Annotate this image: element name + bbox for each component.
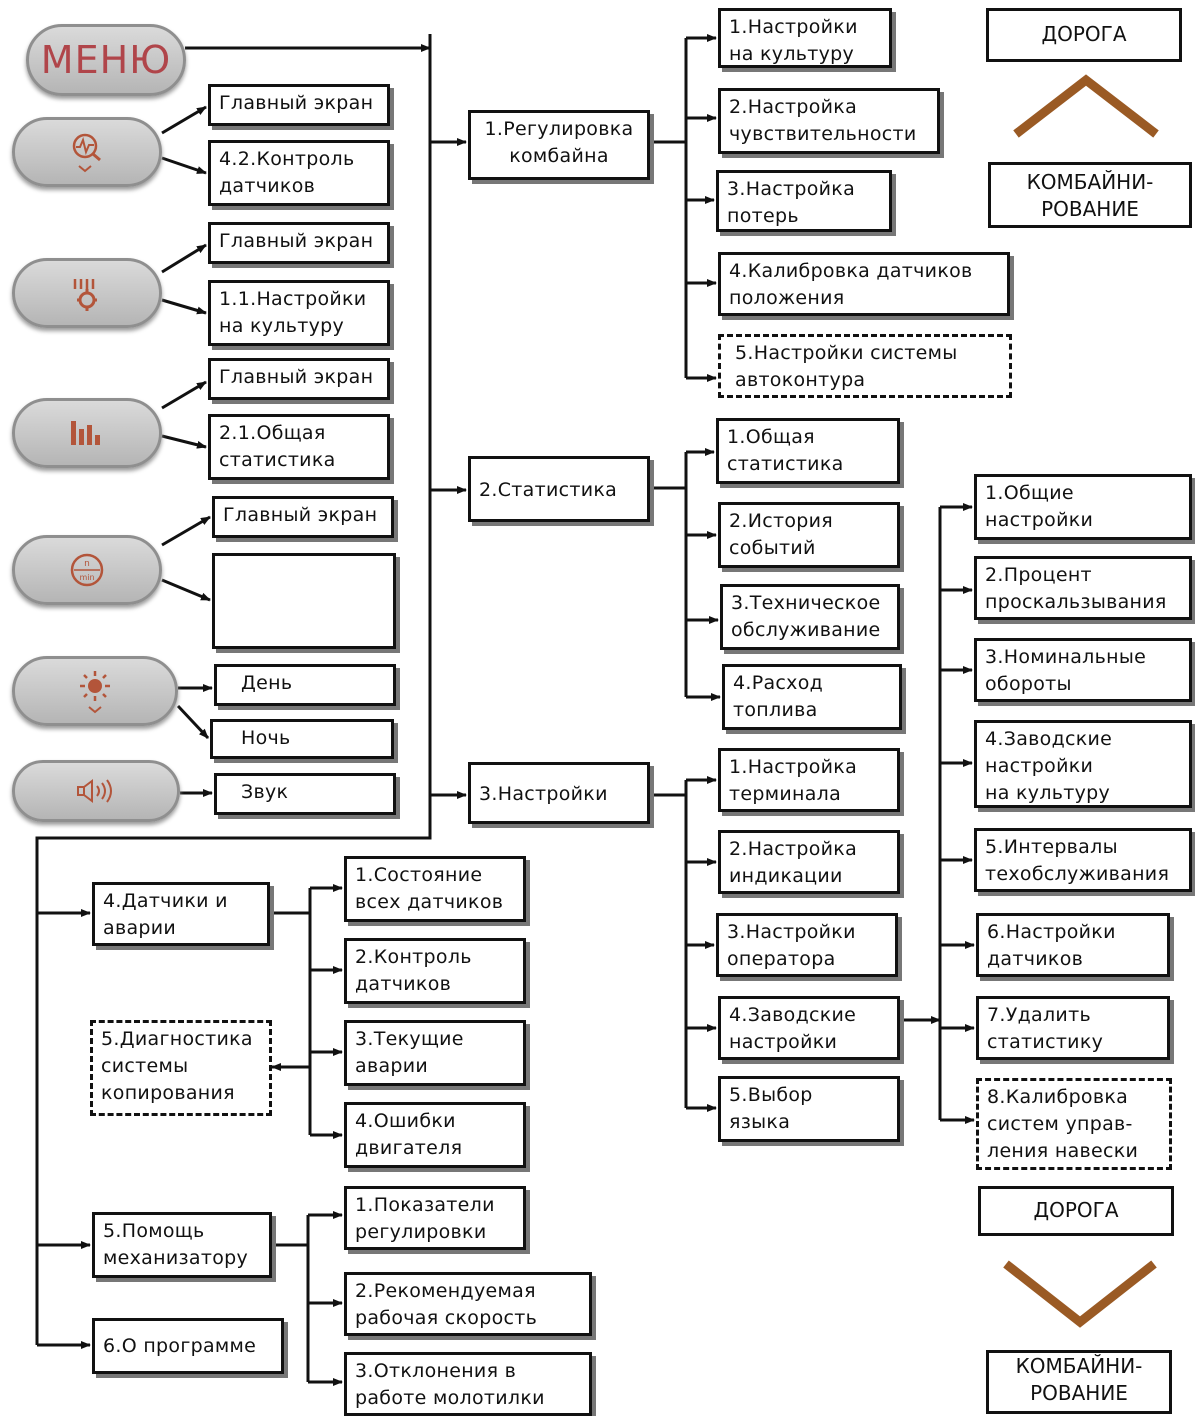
brightness-button[interactable] bbox=[12, 656, 178, 726]
s1-item-autocontour[interactable]: 5.Настройки системы автоконтура bbox=[718, 334, 1012, 398]
svg-text:min: min bbox=[79, 573, 94, 582]
bar-chart-icon bbox=[71, 421, 100, 445]
crop-settings-button[interactable] bbox=[12, 258, 162, 328]
s5-item-recommended-speed[interactable]: 2.Рекомендуемая рабочая скорость bbox=[344, 1272, 592, 1336]
s3-item-terminal[interactable]: 1.Настройка терминала bbox=[718, 748, 900, 812]
main-screen-box-2[interactable]: Главный экран bbox=[208, 222, 390, 264]
road-mode-bottom: ДОРОГА bbox=[978, 1186, 1174, 1236]
factory-item-hitch-calibration[interactable]: 8.Калибровка систем управ- ления навески bbox=[976, 1078, 1172, 1170]
s4-item-current-alarms[interactable]: 3.Текущие аварии bbox=[344, 1020, 526, 1086]
s1-item-crop-settings[interactable]: 1.Настройки на культуру bbox=[718, 8, 892, 68]
s5-item-thresher-deviations[interactable]: 3.Отклонения в работе молотилки bbox=[344, 1352, 592, 1416]
brightness-icon bbox=[80, 671, 110, 714]
factory-item-maintenance-intervals[interactable]: 5.Интервалы техобслуживания bbox=[974, 828, 1192, 892]
main-screen-box-1[interactable]: Главный экран bbox=[208, 84, 390, 126]
s3-item-factory-settings[interactable]: 4.Заводские настройки bbox=[718, 996, 900, 1060]
rpm-gauge-icon: n min bbox=[70, 553, 104, 587]
sound-button[interactable] bbox=[12, 760, 180, 822]
sensor-check-button[interactable] bbox=[12, 117, 162, 187]
s3-item-indication[interactable]: 2.Настройка индикации bbox=[718, 830, 900, 894]
factory-item-slip[interactable]: 2.Процент проскальзывания bbox=[974, 556, 1192, 620]
day-mode-box[interactable]: День bbox=[214, 664, 396, 706]
s2-item-event-history[interactable]: 2.История событий bbox=[718, 502, 900, 568]
sound-box[interactable]: Звук bbox=[214, 773, 396, 815]
factory-item-nominal-rpm[interactable]: 3.Номинальные обороты bbox=[974, 638, 1192, 702]
statistics-button[interactable] bbox=[12, 398, 162, 468]
svg-text:n: n bbox=[84, 559, 90, 569]
crop-settings-icon bbox=[73, 279, 97, 311]
s4-item-all-sensors[interactable]: 1.Состояние всех датчиков bbox=[344, 856, 526, 922]
sound-icon bbox=[77, 779, 112, 803]
harvest-mode-bottom: КОМБАЙНИ- РОВАНИЕ bbox=[986, 1350, 1172, 1414]
settings-box[interactable]: 3.Настройки bbox=[468, 762, 650, 824]
s5-item-adjustment-indicators[interactable]: 1.Показатели регулировки bbox=[344, 1186, 526, 1250]
s4-item-sensor-control[interactable]: 2.Контроль датчиков bbox=[344, 938, 526, 1004]
all-sensors-state-box[interactable] bbox=[212, 553, 396, 649]
sensor-check-icon bbox=[72, 133, 101, 173]
harvest-mode-top: КОМБАЙНИ- РОВАНИЕ bbox=[988, 162, 1192, 228]
s3-item-language[interactable]: 5.Выбор языка bbox=[718, 1076, 900, 1142]
sensor-control-box[interactable]: 4.2.Контроль датчиков bbox=[208, 140, 390, 206]
factory-item-general[interactable]: 1.Общие настройки bbox=[974, 474, 1192, 540]
s2-item-general-statistics[interactable]: 1.Общая статистика bbox=[716, 418, 900, 484]
main-screen-box-4[interactable]: Главный экран bbox=[212, 496, 394, 538]
combine-adjustment-box[interactable]: 1.Регулировка комбайна bbox=[468, 110, 650, 180]
copying-diagnostics-box[interactable]: 5.Диагностика системы копирования bbox=[90, 1020, 272, 1116]
s4-item-engine-errors[interactable]: 4.Ошибки двигателя bbox=[344, 1102, 526, 1168]
chevron-down-icon bbox=[1003, 1260, 1157, 1328]
crop-settings-box[interactable]: 1.1.Настройки на культуру bbox=[208, 280, 390, 346]
rpm-button[interactable]: n min bbox=[12, 535, 162, 605]
night-mode-box[interactable]: Ночь bbox=[210, 719, 394, 759]
chevron-up-icon bbox=[1013, 74, 1159, 138]
menu-button[interactable]: МЕНЮ bbox=[26, 24, 186, 96]
factory-item-delete-statistics[interactable]: 7.Удалить статистику bbox=[976, 996, 1170, 1060]
road-mode-top: ДОРОГА bbox=[986, 8, 1182, 62]
s2-item-maintenance[interactable]: 3.Техническое обслуживание bbox=[720, 584, 900, 650]
s3-item-operator[interactable]: 3.Настройки оператора bbox=[716, 913, 898, 977]
operator-help-box[interactable]: 5.Помощь механизатору bbox=[92, 1212, 272, 1278]
general-statistics-box[interactable]: 2.1.Общая статистика bbox=[208, 414, 390, 480]
factory-item-crop-defaults[interactable]: 4.Заводские настройки на культуру bbox=[974, 720, 1192, 808]
sensors-alarms-box[interactable]: 4.Датчики и аварии bbox=[92, 882, 270, 946]
s1-item-sensitivity[interactable]: 2.Настройка чувствительности bbox=[718, 88, 940, 154]
menu-label: МЕНЮ bbox=[40, 38, 172, 82]
statistics-box[interactable]: 2.Статистика bbox=[468, 456, 650, 522]
s1-item-losses[interactable]: 3.Настройка потерь bbox=[716, 170, 892, 232]
main-screen-box-3[interactable]: Главный экран bbox=[208, 358, 390, 400]
s2-item-fuel-consumption[interactable]: 4.Расход топлива bbox=[722, 664, 902, 730]
about-program-box[interactable]: 6.О программе bbox=[92, 1318, 284, 1374]
s1-item-position-calibration[interactable]: 4.Калибровка датчиков положения bbox=[718, 252, 1010, 316]
factory-item-sensors[interactable]: 6.Настройки датчиков bbox=[976, 913, 1170, 977]
